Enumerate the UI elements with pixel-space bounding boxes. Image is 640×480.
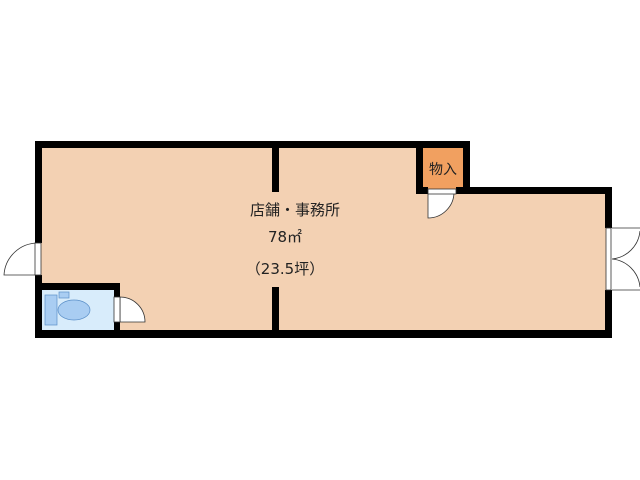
- left-entrance-door-icon: [3, 242, 39, 276]
- storage-door-icon: [427, 191, 455, 219]
- main-room-tsubo: （23.5坪）: [245, 260, 325, 278]
- storage-name: 物入: [429, 162, 457, 178]
- storage-floor: [420, 146, 466, 190]
- right-double-door-icon: [611, 227, 640, 291]
- main-room-name: 店舗・事務所: [249, 201, 340, 219]
- notch-blank: [467, 138, 617, 190]
- toilet-tank-icon: [44, 294, 58, 326]
- toilet-bowl-icon: [57, 299, 91, 321]
- toilet-lid-icon: [58, 291, 70, 299]
- main-room-area: 78㎡: [267, 228, 303, 246]
- doors: [3, 188, 640, 323]
- walls: [35, 141, 612, 338]
- toilet-door-icon: [119, 296, 146, 323]
